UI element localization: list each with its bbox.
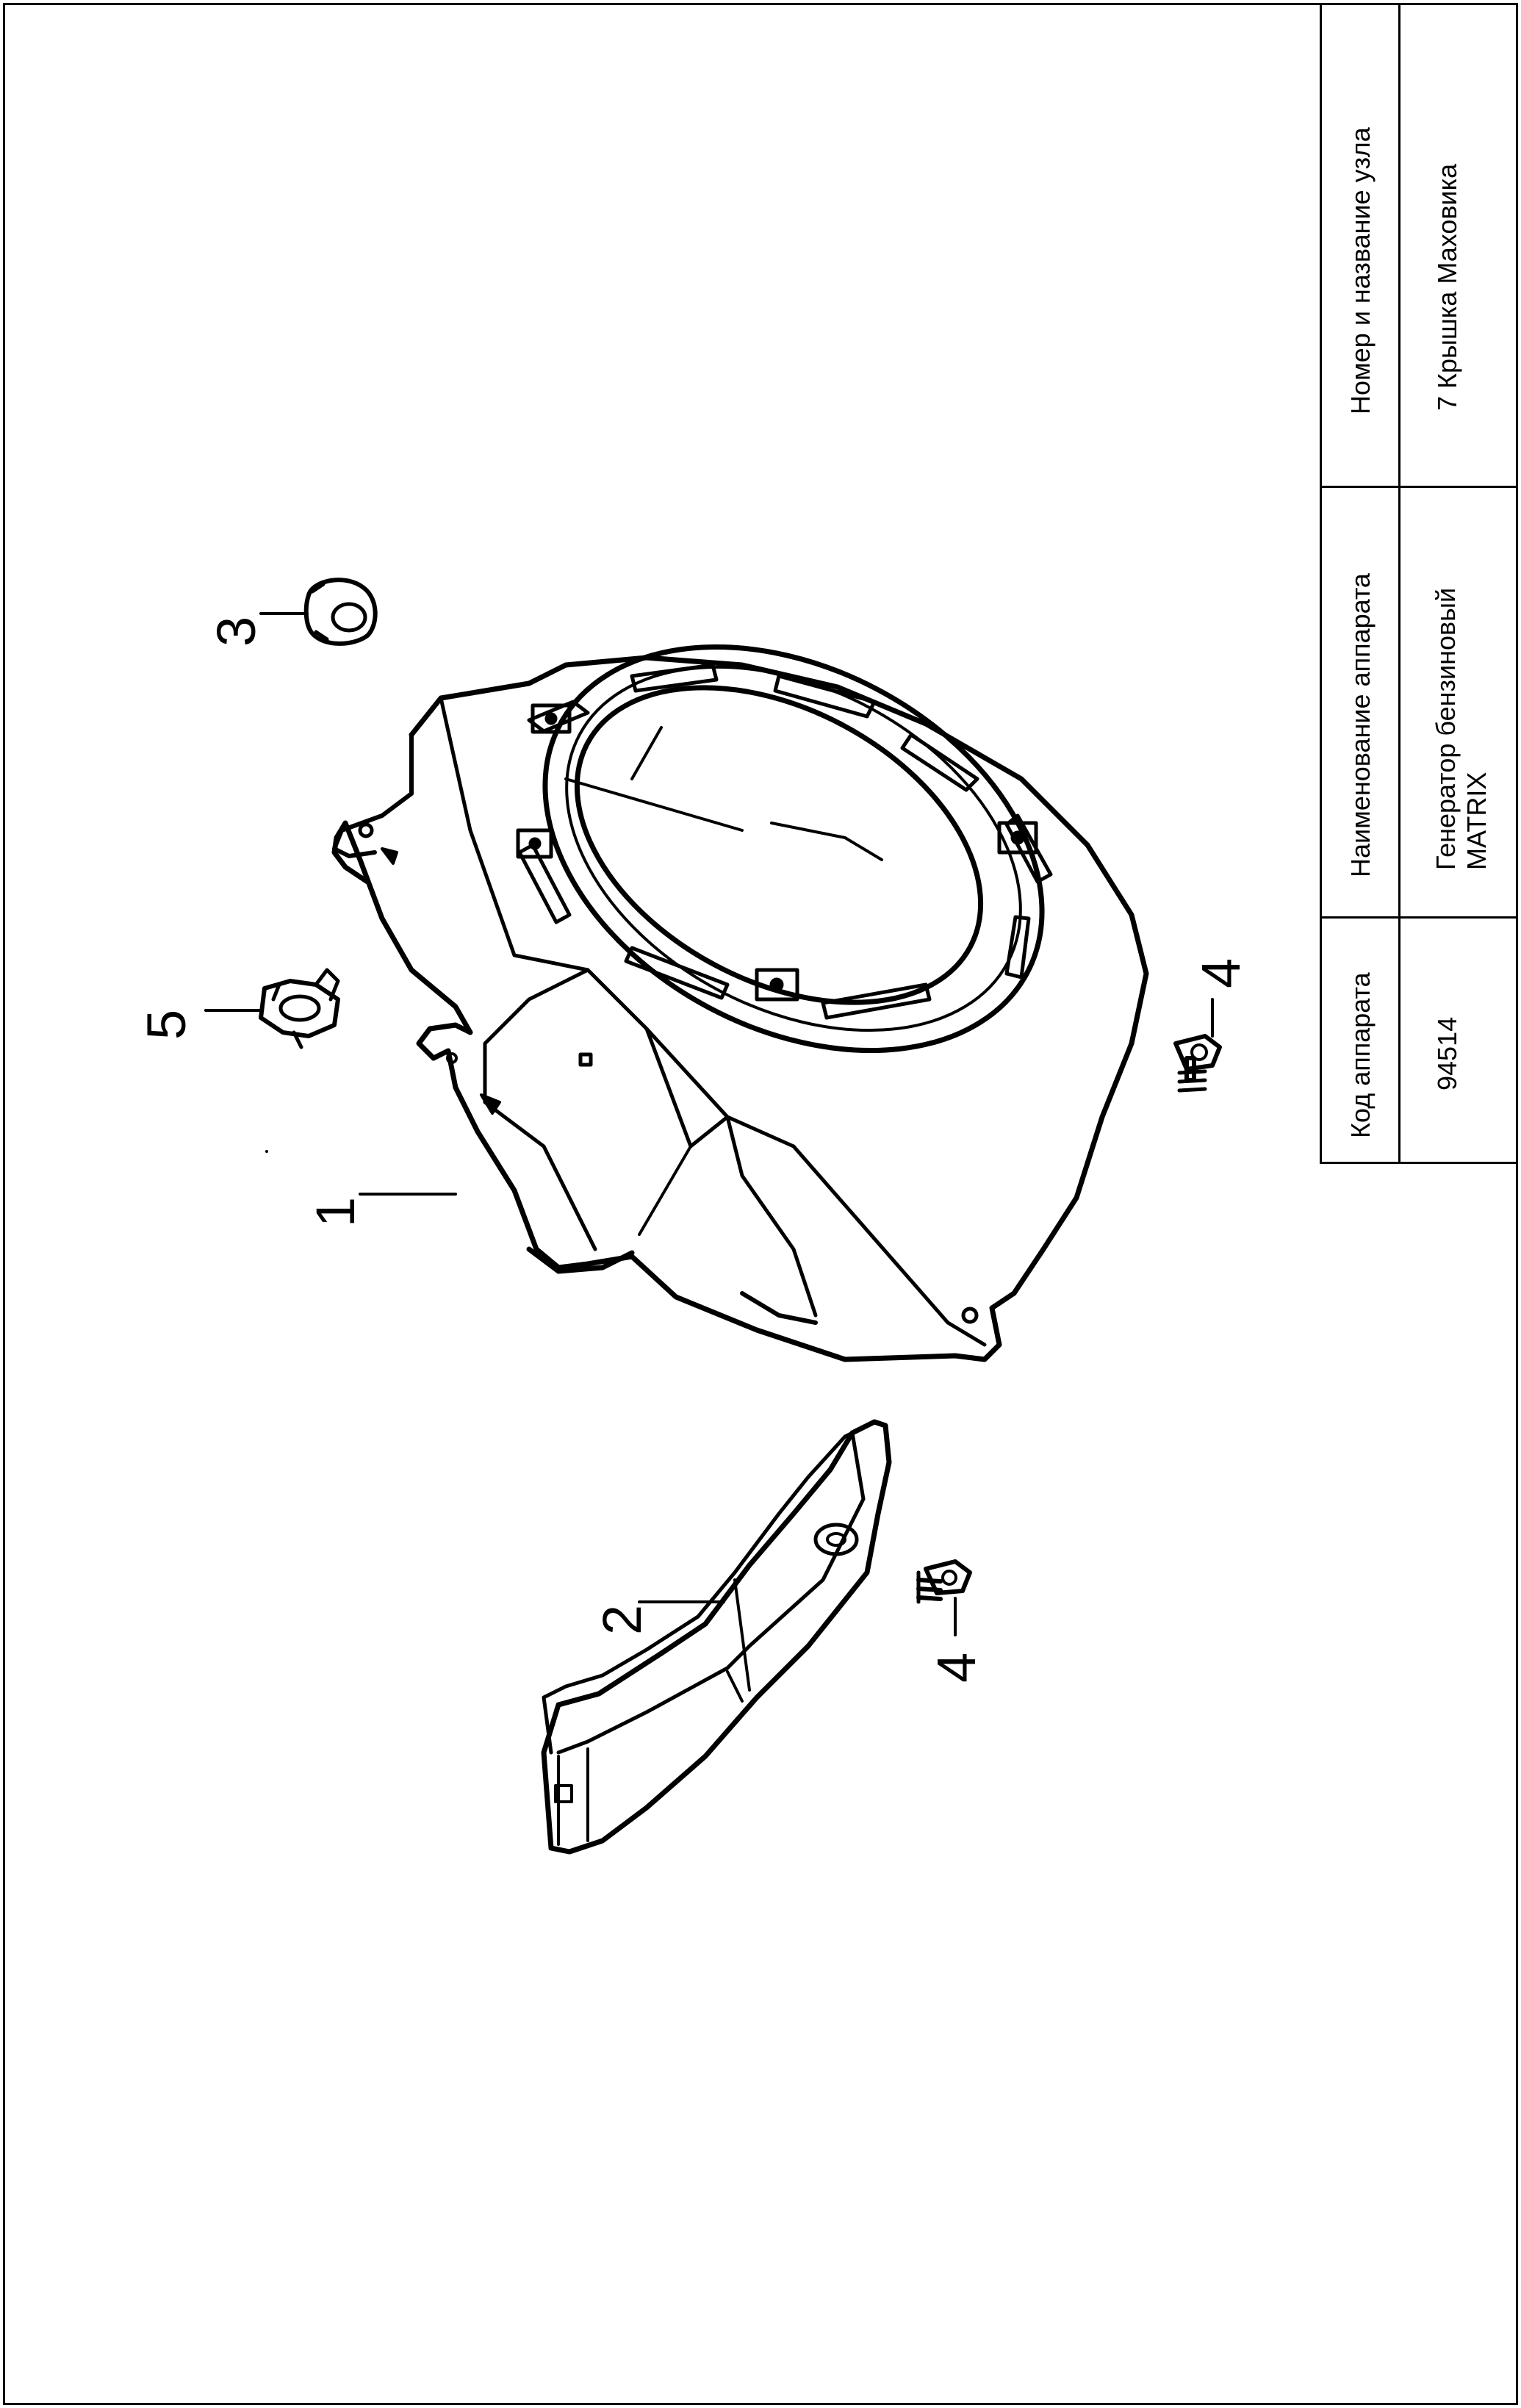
value-apparatus-name-line1: Генератор бензиновый <box>1431 587 1461 870</box>
drawing-frame <box>3 3 1518 2405</box>
header-apparatus-name: Наименование аппарата <box>1345 573 1376 877</box>
header-unit-name: Номер и название узла <box>1345 127 1376 414</box>
callout-5: 5 <box>136 1009 197 1040</box>
callout-3: 3 <box>206 616 267 647</box>
callout-4-upper: 4 <box>1190 957 1251 988</box>
title-block: Номер и название узла 7 Крышка Маховика … <box>1320 3 1518 1164</box>
part-1-flywheel-cover <box>331 644 1149 1362</box>
exploded-parts-drawing <box>204 578 1222 1855</box>
part-2-guide-plate <box>541 1419 892 1855</box>
stray-dot <box>265 1150 268 1153</box>
value-apparatus-name-line2: MATRIX <box>1461 772 1492 870</box>
callout-1: 1 <box>305 1196 366 1227</box>
callout-2: 2 <box>592 1604 652 1635</box>
header-apparatus-code: Код аппарата <box>1345 972 1376 1138</box>
value-unit-name: 7 Крышка Маховика <box>1432 163 1462 411</box>
leader-lines <box>204 612 1214 1636</box>
title-block-divider-vertical <box>1398 3 1400 1162</box>
part-4-bolt-upper <box>1173 1034 1222 1093</box>
title-block-divider-1 <box>1322 486 1518 488</box>
part-5-clip <box>259 968 340 1049</box>
part-4-bolt-lower <box>916 1559 972 1604</box>
value-apparatus-code: 94514 <box>1432 1016 1462 1090</box>
part-3-grommet <box>303 578 378 646</box>
callout-4-lower: 4 <box>926 1652 987 1683</box>
title-block-divider-2 <box>1322 916 1518 919</box>
